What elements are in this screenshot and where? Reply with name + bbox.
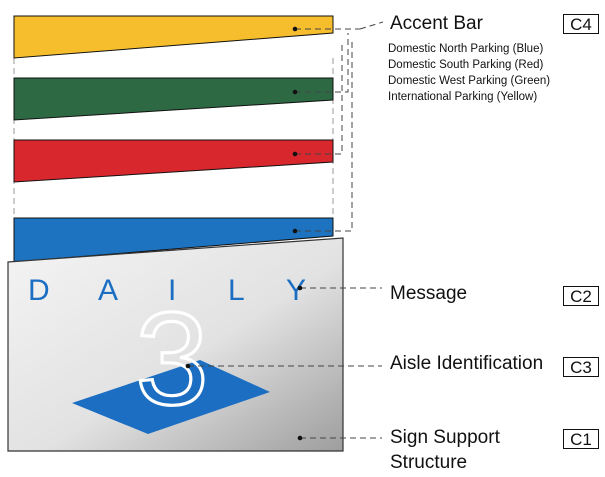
message-label: Message	[390, 283, 468, 304]
message-dot	[297, 285, 303, 291]
aisle-identification-code: C3	[563, 357, 599, 377]
accent-bar-blue	[13, 217, 334, 263]
accent-note-3: Domestic West Parking (Green)	[388, 75, 551, 87]
message-code: C2	[563, 286, 599, 306]
message-letter-i: I	[168, 274, 176, 307]
message-letter-l: L	[228, 274, 245, 307]
aisle-number: 3	[135, 285, 208, 432]
accent-dot-green	[292, 89, 298, 95]
accent-bar-red	[13, 139, 334, 183]
support-dot	[297, 435, 303, 441]
accent-dot-yellow	[292, 26, 298, 32]
accent-bar-code: C4	[563, 14, 599, 34]
message-letters: D A I L Y	[28, 274, 306, 307]
aisle-diamond	[72, 360, 270, 434]
message-letter-y: Y	[286, 274, 306, 307]
sign-support-code: C1	[563, 429, 599, 449]
accent-dot-blue	[292, 228, 298, 234]
accent-bar-green	[13, 77, 334, 121]
accent-dot-red	[292, 151, 298, 157]
sign-support-label-line2: Structure	[390, 452, 468, 473]
accent-bar-yellow	[13, 15, 334, 59]
message-letter-d: D	[28, 274, 50, 307]
aisle-dot	[185, 363, 191, 369]
accent-note-2: Domestic South Parking (Red)	[388, 59, 544, 71]
message-letter-a: A	[98, 274, 118, 307]
accent-note-4: International Parking (Yellow)	[388, 91, 538, 103]
sign-support-label-line1: Sign Support	[390, 427, 500, 448]
accent-bar-label: Accent Bar	[390, 13, 483, 34]
aisle-identification-label: Aisle Identification	[390, 353, 544, 374]
accent-note-1: Domestic North Parking (Blue)	[388, 43, 544, 55]
accent-bar-leaders	[295, 21, 384, 232]
